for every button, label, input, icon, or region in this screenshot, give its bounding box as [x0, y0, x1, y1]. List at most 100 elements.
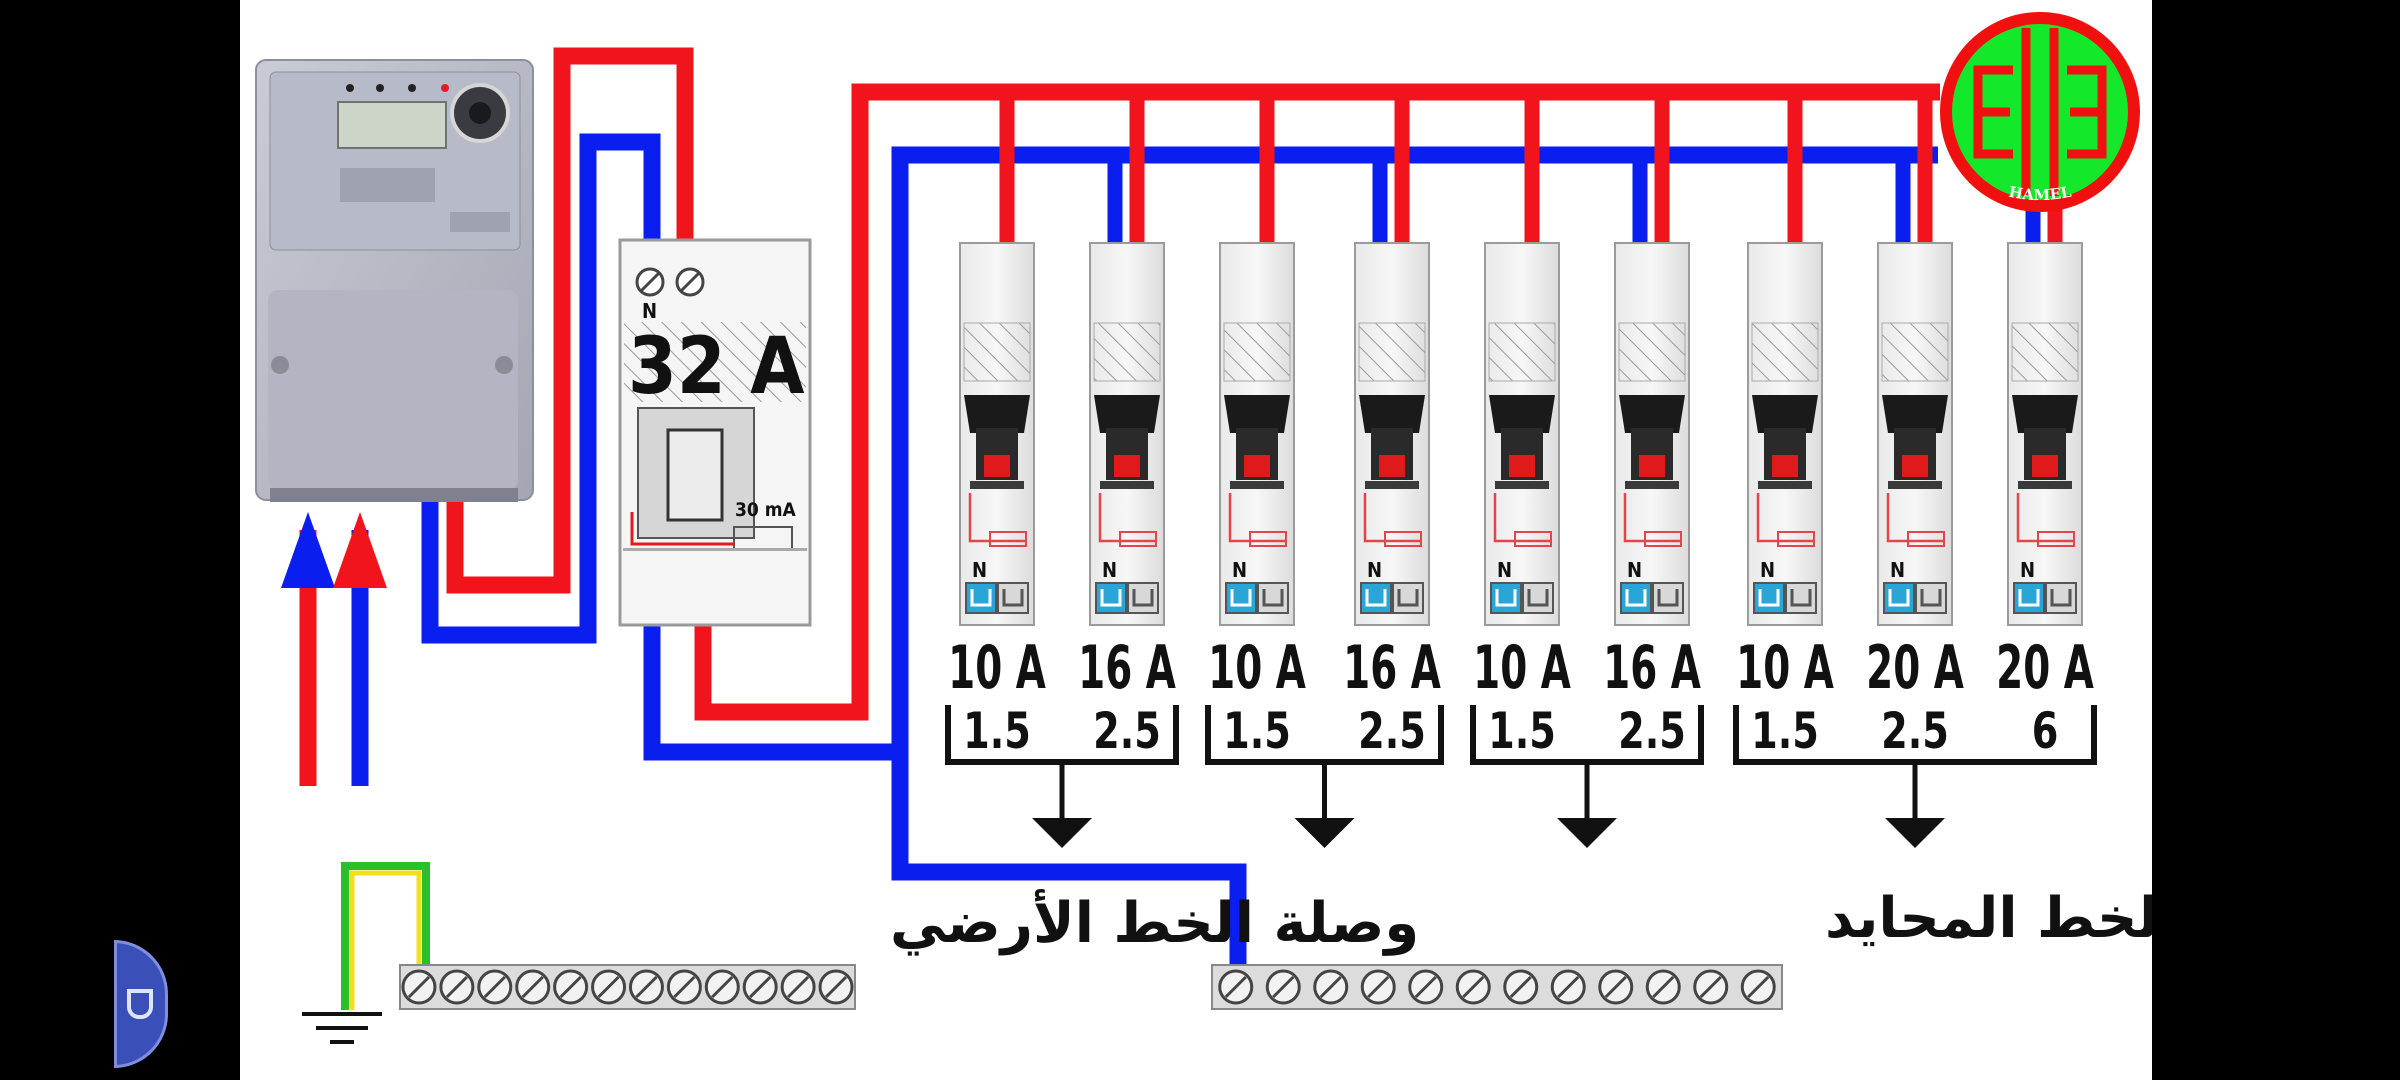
- cable-section-value: 1.5: [1223, 702, 1291, 760]
- breaker-rating: 16 A: [1078, 633, 1176, 703]
- meter-display: [337, 101, 447, 149]
- breaker-rating-window: [1094, 323, 1160, 381]
- breaker-rating-window: [1489, 323, 1555, 381]
- rcd-toggle-lever: [666, 428, 724, 522]
- breaker-toggle-base: [2012, 395, 2078, 433]
- breaker-toggle-base: [1752, 395, 1818, 433]
- breaker-toggle-base: [1359, 395, 1425, 433]
- hamel-logo: HAMEL: [1940, 12, 2140, 212]
- circuit-breaker: N 16 A: [1343, 242, 1441, 703]
- breaker-neutral-marker: N: [1367, 558, 1382, 582]
- cable-section-value: 1.5: [963, 702, 1031, 760]
- earth-connection: [302, 862, 430, 1044]
- earth-wire-yellow: [349, 870, 422, 1010]
- earth-bar-label: وصلة الخط الأرضي: [890, 888, 1419, 956]
- meter-to-rcd-live: [446, 47, 694, 594]
- arrow-down-icon: [1032, 818, 1092, 848]
- section-bracket: [1470, 705, 1704, 765]
- breaker-trip-indicator: [1902, 455, 1928, 477]
- meter-screw-right: [495, 356, 513, 374]
- earth-wire-green: [341, 862, 430, 1010]
- terminal-live: [1652, 582, 1684, 614]
- circuit-breaker: N 16 A: [1603, 242, 1701, 703]
- terminal-bar-body: [1211, 964, 1783, 1010]
- breaker-rating-window: [1224, 323, 1290, 381]
- breaker-neutral-marker: N: [1627, 558, 1642, 582]
- meter-screw-left: [271, 356, 289, 374]
- breaker-rating: 20 A: [1866, 633, 1964, 703]
- circuit-breaker: N 16 A: [1078, 242, 1176, 703]
- breaker-rating: 20 A: [1996, 633, 2094, 703]
- breaker-rating-window: [1359, 323, 1425, 381]
- breaker-toggle-base: [1882, 395, 1948, 433]
- section-bracket: [1733, 705, 2097, 765]
- breaker-neutral-marker: N: [1760, 558, 1775, 582]
- cable-section-value: 2.5: [1093, 702, 1161, 760]
- cable-section-value: 1.5: [1751, 702, 1819, 760]
- breaker-toggle-base: [1489, 395, 1555, 433]
- section-bracket: [945, 705, 1179, 765]
- supply-arrows: [281, 512, 387, 588]
- cable-sections: 1.5 2.5 1.5 2.5 1.5 2.5 1.5 2.5 6: [945, 702, 2097, 765]
- cable-section-value: 2.5: [1618, 702, 1686, 760]
- circuit-breaker: N 10 A: [948, 242, 1046, 703]
- breaker-trip-indicator: [1114, 455, 1140, 477]
- rcd-neutral-marker: N: [642, 299, 657, 323]
- cable-section-value: 2.5: [1358, 702, 1426, 760]
- breaker-neutral-marker: N: [1890, 558, 1905, 582]
- circuit-breaker: N10 A: [1208, 242, 1306, 703]
- arrow-down-icon: [1885, 818, 1945, 848]
- rcd-main-switch: N 32 A 30 mA: [618, 238, 812, 627]
- earth-terminal-bar: [399, 964, 856, 1010]
- breaker-neutral-marker: N: [1497, 558, 1512, 582]
- rcd-sensitivity: 30 mA: [735, 499, 797, 521]
- logo-monogram-icon: [1973, 28, 2107, 196]
- breaker-neutral-marker: N: [2020, 558, 2035, 582]
- terminal-bar-body: [399, 964, 856, 1010]
- wiring: [299, 47, 2063, 970]
- rcd-rating: 32 A: [628, 322, 804, 412]
- breaker-trip-indicator: [1379, 455, 1405, 477]
- rcd-to-busbar-live: [694, 83, 1940, 721]
- floating-button-icon: [127, 989, 153, 1019]
- breaker-rating: 10 A: [1473, 633, 1571, 703]
- breaker-rating: 10 A: [948, 633, 1046, 703]
- rcd-rating-window: [624, 322, 806, 402]
- cable-section-value: 6: [2032, 702, 2059, 760]
- breaker-trip-indicator: [1639, 455, 1665, 477]
- breaker-trip-indicator: [1772, 455, 1798, 477]
- neutral-bar-label: وصلة الخط المحايد: [1825, 886, 2152, 951]
- breaker-trip-indicator: [1244, 455, 1270, 477]
- arrow-down-icon: [1557, 818, 1617, 848]
- breaker-trip-indicator: [984, 455, 1010, 477]
- group-arrows: [1032, 765, 1945, 848]
- breaker-neutral-marker: N: [972, 558, 987, 582]
- breaker-rating-window: [1619, 323, 1685, 381]
- breaker-toggle-base: [1619, 395, 1685, 433]
- breaker-rating: 10 A: [1736, 633, 1834, 703]
- breaker-toggle-base: [1094, 395, 1160, 433]
- breaker-trip-indicator: [1509, 455, 1535, 477]
- floating-assistant-button[interactable]: [114, 940, 168, 1068]
- breaker-rating: 16 A: [1603, 633, 1701, 703]
- breaker-rating: 10 A: [1208, 633, 1306, 703]
- cable-section-value: 2.5: [1881, 702, 1949, 760]
- circuit-breaker: N 20 A: [1866, 242, 1964, 703]
- breaker-trip-indicator: [2032, 455, 2058, 477]
- breaker-rating-window: [1752, 323, 1818, 381]
- cable-section-value: 1.5: [1488, 702, 1556, 760]
- breaker-rating-window: [1882, 323, 1948, 381]
- breaker-neutral-marker: N: [1102, 558, 1117, 582]
- circuit-breaker: N 10 A: [1736, 242, 1834, 703]
- section-bracket: [1205, 705, 1444, 765]
- meter-to-rcd-neutral: [421, 133, 661, 644]
- breaker-feed-drops: [999, 92, 2063, 243]
- neutral-terminal-bar: [1211, 964, 1783, 1010]
- breaker-toggle-base: [964, 395, 1030, 433]
- electricity-meter: [255, 59, 534, 502]
- breaker-rating: 16 A: [1343, 633, 1441, 703]
- circuit-breaker: N 10 A: [1473, 242, 1571, 703]
